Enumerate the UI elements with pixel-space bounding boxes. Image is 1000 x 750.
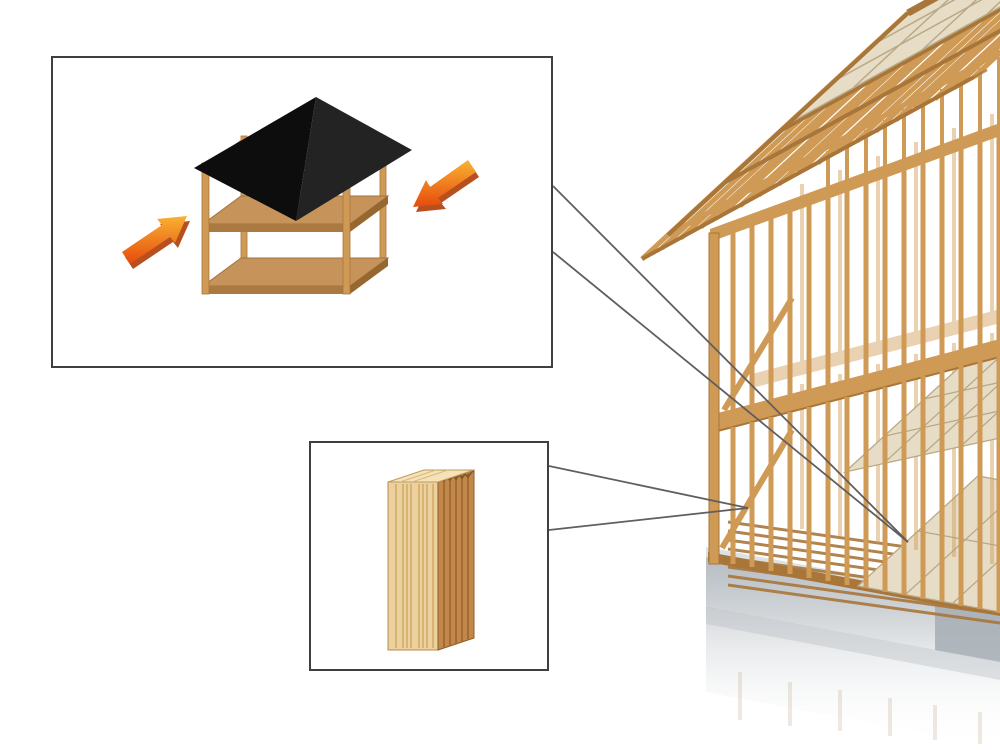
roof-left-face — [194, 97, 316, 221]
barge-rafter — [666, 11, 910, 237]
top-face-grain — [399, 469, 449, 483]
reflection-studs — [738, 672, 982, 744]
compression-arrows — [122, 160, 479, 269]
connector-lines — [548, 185, 909, 543]
roof-right-face — [296, 97, 412, 221]
fascia-board-inner — [654, 68, 988, 254]
wood-grain — [395, 484, 434, 648]
diagonal-braces — [719, 296, 795, 550]
top-plate — [710, 123, 1000, 242]
lamination-layers — [443, 472, 469, 648]
purlins — [723, 7, 1000, 185]
far-mid-beam — [752, 309, 1000, 388]
far-studs-upper — [800, 114, 994, 368]
sheathing-seams — [835, 0, 1000, 88]
laminated-post-callout — [309, 441, 549, 671]
laminated-post — [387, 469, 475, 651]
reflection-fade — [706, 606, 1000, 748]
compression-arrow-icon — [413, 160, 476, 207]
mini-frame-house — [194, 97, 412, 295]
reflection-band — [706, 606, 1000, 680]
deck-panels — [856, 475, 1000, 613]
post-leader-top — [548, 465, 749, 509]
mid-floor-beam — [710, 339, 1000, 433]
post-leader-bottom — [548, 507, 749, 531]
wood-grain-fine — [406, 484, 424, 648]
mid-slab-front — [203, 224, 350, 232]
mid-slab-side — [350, 196, 388, 232]
structure-leader-bottom — [552, 251, 909, 543]
base-slab-side — [350, 258, 388, 294]
structure-leader-top — [552, 185, 909, 543]
compression-arrow-icon — [122, 216, 187, 264]
timber-frame-house — [640, 0, 1000, 748]
lamination-sawtooth — [437, 469, 475, 483]
floor-reflection — [706, 606, 1000, 748]
base-slab-front — [203, 286, 350, 294]
structure-load-callout — [51, 56, 553, 368]
gable-studs — [826, 57, 1000, 194]
corner-post — [708, 232, 720, 565]
post — [201, 162, 210, 295]
